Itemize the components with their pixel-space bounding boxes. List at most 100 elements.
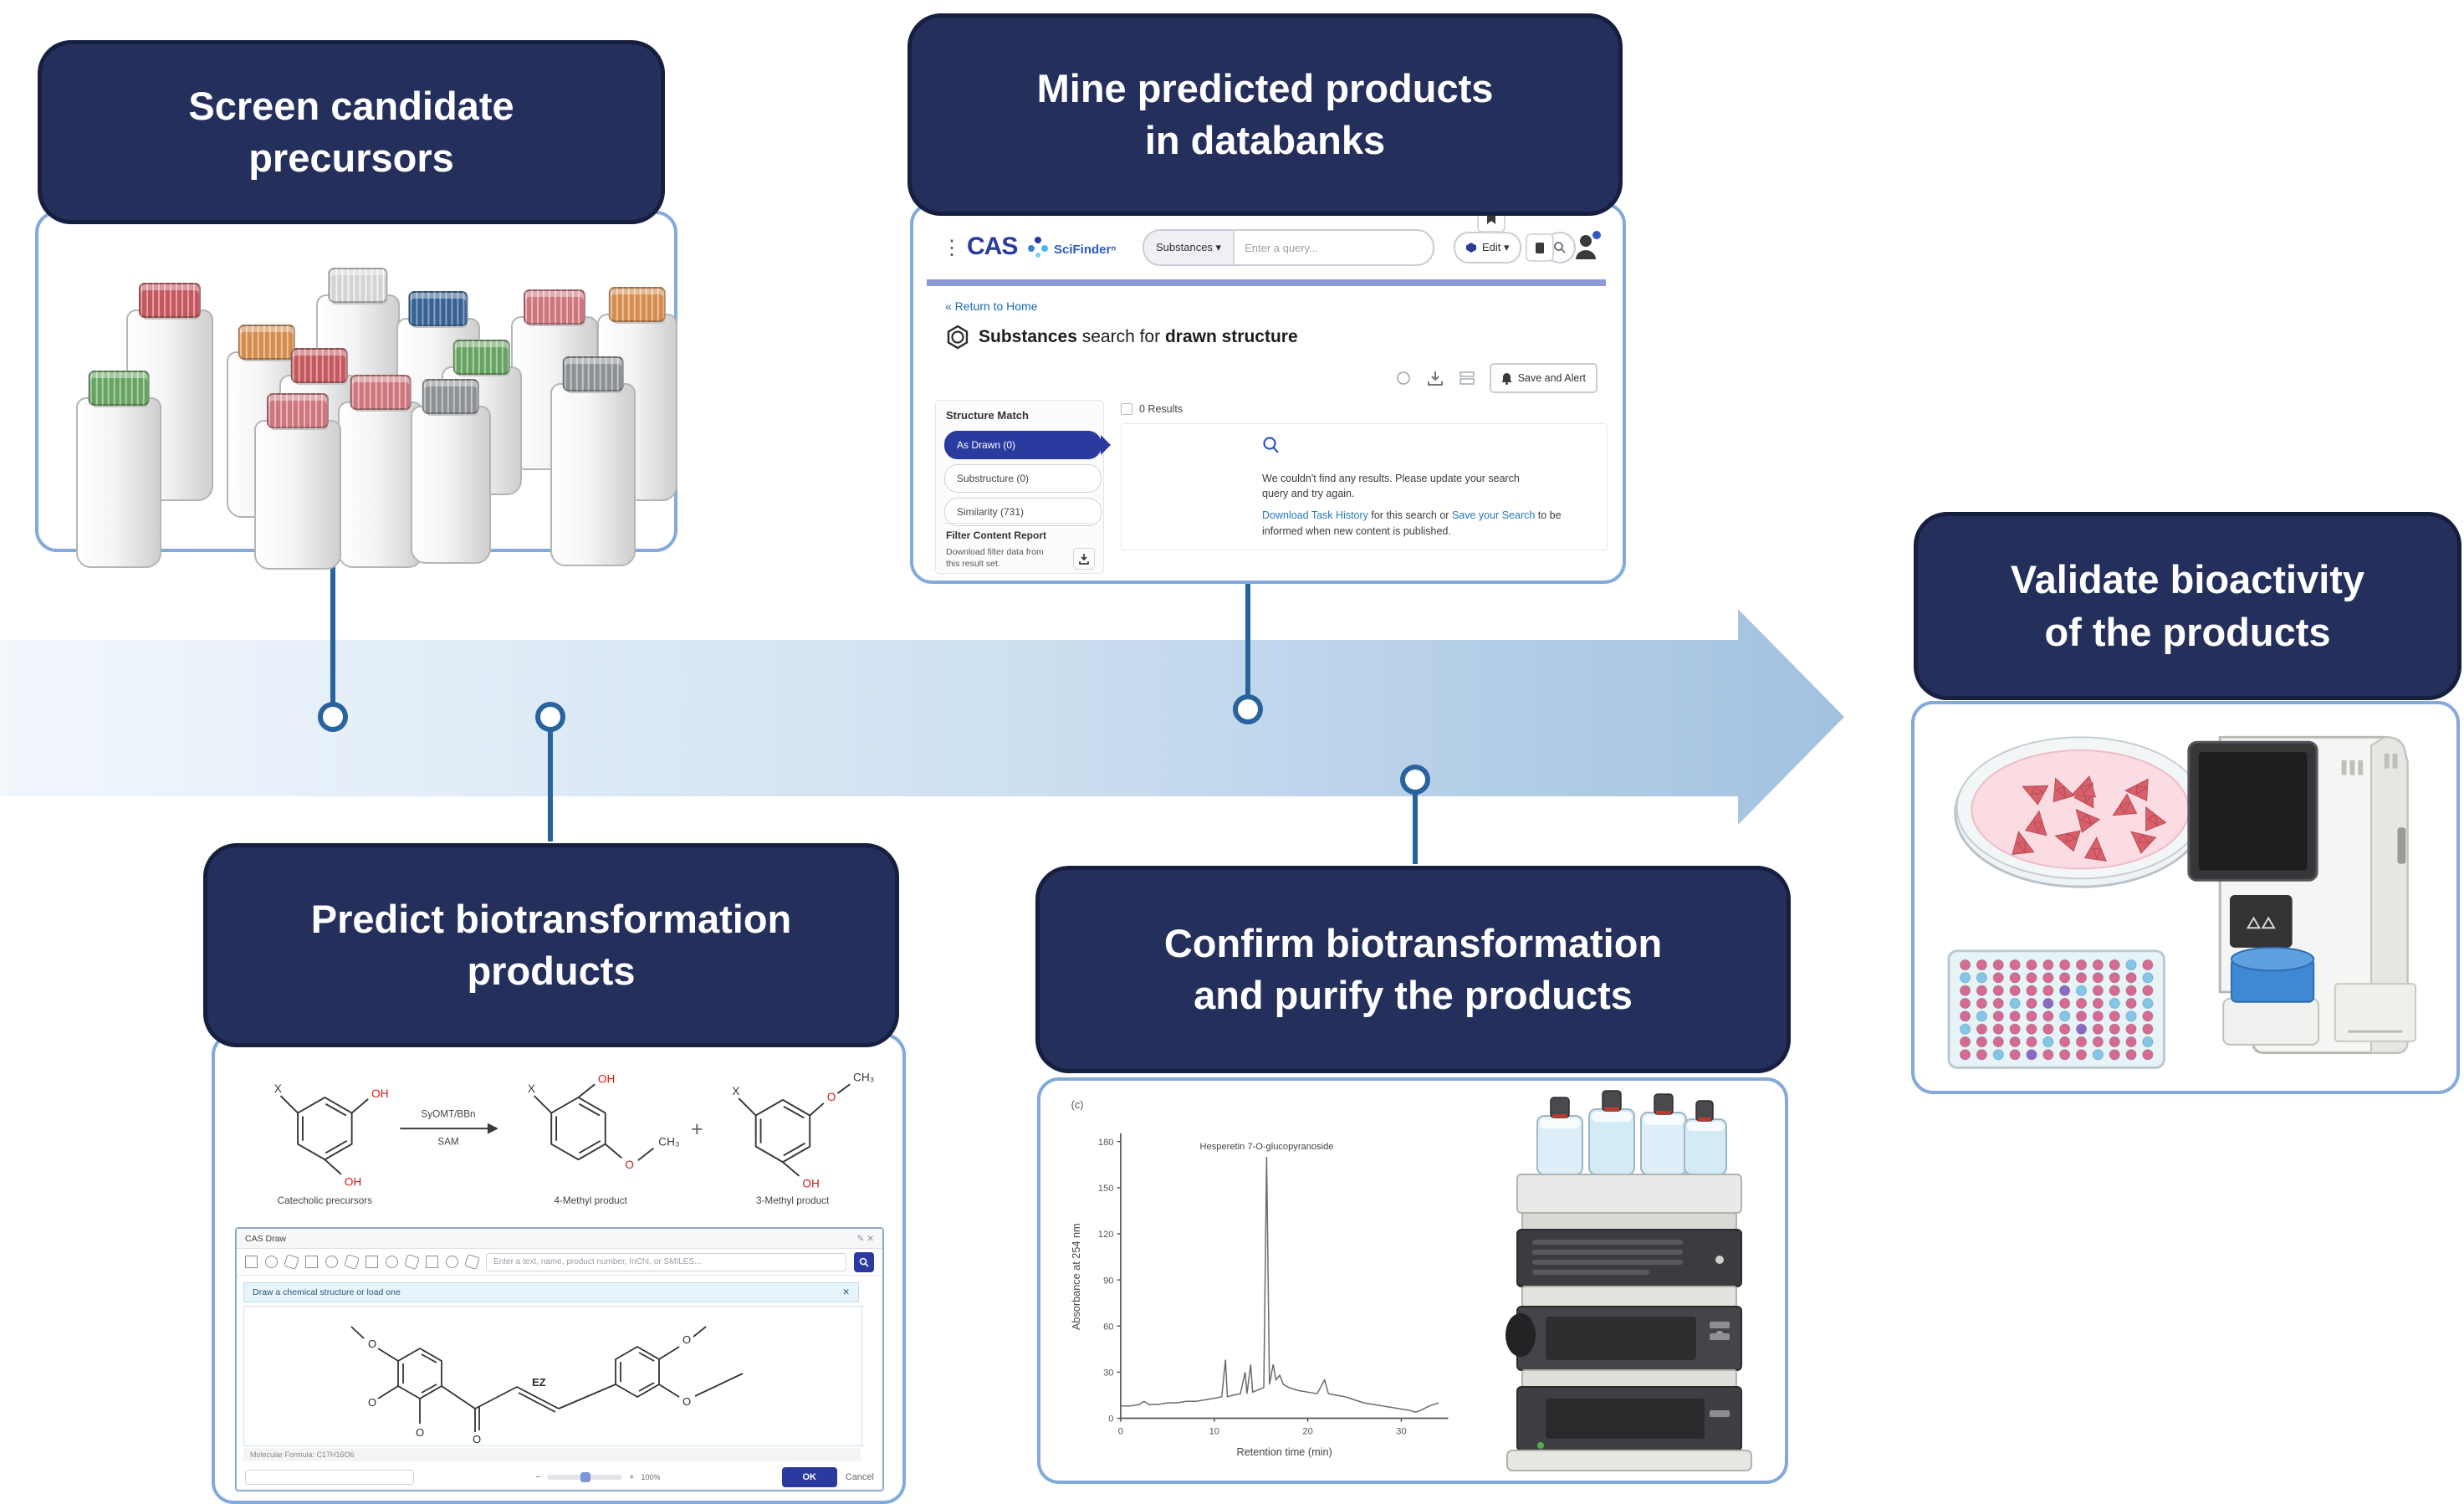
zoom-out-button[interactable]: − bbox=[535, 1472, 541, 1482]
filter-similarity[interactable]: Similarity (731) bbox=[944, 498, 1102, 526]
microplate-well bbox=[2026, 972, 2037, 984]
editor-tool-icon[interactable] bbox=[464, 1254, 480, 1270]
precursor-caption: Catecholic precursors bbox=[278, 1195, 372, 1206]
editor-tool-icon[interactable] bbox=[366, 1256, 378, 1268]
microplate-well bbox=[1992, 985, 2004, 996]
cell-shape bbox=[2130, 831, 2157, 854]
microplate-well bbox=[2125, 1023, 2137, 1035]
print-icon[interactable] bbox=[1458, 370, 1476, 386]
y-axis-ticks: 0 30 60 90 120 150 180 bbox=[1098, 1138, 1114, 1425]
svg-text:30: 30 bbox=[1396, 1427, 1406, 1437]
vial-cap bbox=[328, 268, 388, 303]
plus-sign: + bbox=[691, 1118, 703, 1141]
panel-label: (c) bbox=[1071, 1099, 1084, 1111]
page-title-mid: search for bbox=[1076, 327, 1165, 346]
vial bbox=[254, 393, 341, 570]
petri-dish bbox=[1954, 736, 2206, 888]
editor-tool-icon[interactable] bbox=[446, 1256, 458, 1268]
search-input[interactable] bbox=[1235, 241, 1433, 254]
vials-illustration bbox=[55, 234, 677, 570]
editor-tool-icon[interactable] bbox=[265, 1256, 278, 1268]
microplate-well bbox=[2109, 997, 2120, 1010]
microplate-well bbox=[2125, 972, 2137, 984]
banner-close-icon[interactable]: ✕ bbox=[842, 1287, 850, 1297]
editor-tool-icon[interactable] bbox=[284, 1254, 299, 1270]
x-axis-label: Retention time (min) bbox=[1237, 1446, 1332, 1458]
empty-text-mid: for this search or bbox=[1367, 509, 1452, 522]
empty-search-icon bbox=[1263, 437, 1279, 453]
filter-as-drawn[interactable]: As Drawn (0) bbox=[944, 431, 1111, 459]
menu-icon[interactable]: ⋮ bbox=[942, 237, 962, 259]
structure-match-header: Structure Match bbox=[946, 409, 1029, 422]
cell-shape bbox=[2012, 831, 2035, 856]
editor-tool-icon[interactable] bbox=[404, 1254, 420, 1270]
vial bbox=[550, 356, 636, 566]
edit-query-button[interactable]: Edit ▾ bbox=[1454, 232, 1521, 263]
microplate-well bbox=[1976, 997, 1988, 1010]
step3-title-line2: products bbox=[467, 949, 636, 993]
cell-shape bbox=[2112, 793, 2138, 816]
microplate bbox=[1947, 949, 2165, 1069]
ok-button[interactable]: OK bbox=[781, 1467, 837, 1487]
editor-tool-icon[interactable] bbox=[325, 1256, 338, 1268]
microplate-well bbox=[2092, 1049, 2104, 1061]
scifinder-screenshot: ⋮ CAS SciFinderⁿ Substances ▾ Edit ▾ bbox=[910, 202, 1626, 584]
history-button[interactable] bbox=[1526, 233, 1554, 262]
microplate-well bbox=[2026, 1023, 2037, 1035]
microplate-well bbox=[2142, 985, 2154, 996]
filter-content-report-header: Filter Content Report bbox=[946, 529, 1046, 541]
editor-tool-icon[interactable] bbox=[344, 1254, 360, 1270]
microplate-well bbox=[2009, 1023, 2021, 1035]
microplate-well bbox=[1976, 972, 1988, 984]
microplate-well bbox=[1959, 972, 1971, 984]
editor-canvas[interactable]: O O O O O O EZ bbox=[243, 1306, 862, 1446]
vial-cap bbox=[422, 379, 480, 414]
editor-structure-input[interactable] bbox=[486, 1252, 846, 1271]
microplate-well bbox=[2142, 959, 2154, 971]
microplate-well bbox=[2142, 997, 2154, 1010]
share-icon[interactable] bbox=[1394, 370, 1413, 386]
microplate-well bbox=[2092, 1010, 2104, 1022]
search-bar[interactable]: Substances ▾ bbox=[1143, 229, 1434, 266]
editor-tool-icon[interactable] bbox=[245, 1256, 258, 1268]
breadcrumb[interactable]: « Return to Home bbox=[945, 299, 1038, 313]
microplate-well bbox=[2092, 959, 2104, 971]
editor-search-button[interactable] bbox=[854, 1251, 874, 1272]
microplate-well bbox=[1959, 1010, 1971, 1022]
microplate-well bbox=[1992, 959, 2004, 971]
methyl-label: CH₃ bbox=[658, 1136, 679, 1148]
select-all-checkbox[interactable] bbox=[1121, 403, 1132, 415]
download-task-history-link[interactable]: Download Task History bbox=[1262, 509, 1368, 522]
zoom-in-button[interactable]: + bbox=[629, 1472, 635, 1482]
hydroxyl-label: OH bbox=[345, 1176, 362, 1189]
step3-title-line1: Predict biotransformation bbox=[310, 896, 792, 941]
download-icon[interactable] bbox=[1426, 370, 1444, 386]
editor-footer-input[interactable] bbox=[245, 1470, 414, 1485]
microplate-well bbox=[2059, 1010, 2071, 1022]
zoom-slider[interactable] bbox=[547, 1472, 623, 1482]
hydroxyl-label: OH bbox=[802, 1178, 820, 1190]
cell-shape bbox=[2124, 778, 2149, 801]
editor-window-title: CAS Draw bbox=[245, 1233, 287, 1244]
vial-cap bbox=[88, 371, 150, 406]
x-axis-ticks: 0 10 20 30 bbox=[1118, 1427, 1407, 1437]
vial-cap bbox=[267, 393, 329, 428]
filter-substructure[interactable]: Substructure (0) bbox=[944, 464, 1102, 493]
cell-shape bbox=[2071, 775, 2097, 798]
cancel-button[interactable]: Cancel bbox=[845, 1472, 874, 1482]
search-scope-dropdown[interactable]: Substances ▾ bbox=[1144, 231, 1235, 264]
save-and-alert-button[interactable]: Save and Alert bbox=[1489, 363, 1598, 393]
editor-tool-icon[interactable] bbox=[426, 1256, 438, 1268]
microplate-well bbox=[2092, 997, 2104, 1010]
account-button[interactable] bbox=[1572, 229, 1603, 263]
save-your-search-link[interactable]: Save your Search bbox=[1451, 509, 1536, 522]
page-title: Substances search for drawn structure bbox=[945, 325, 1298, 350]
filter-download-button[interactable] bbox=[1073, 548, 1095, 570]
editor-window-icons[interactable]: ✎ ✕ bbox=[856, 1233, 874, 1244]
editor-tool-icon[interactable] bbox=[386, 1256, 398, 1268]
microplate-well bbox=[2059, 997, 2071, 1010]
editor-tool-icon[interactable] bbox=[305, 1256, 318, 1268]
search-icon bbox=[1554, 242, 1566, 253]
hplc-instrument-illustration bbox=[1505, 1090, 1752, 1471]
